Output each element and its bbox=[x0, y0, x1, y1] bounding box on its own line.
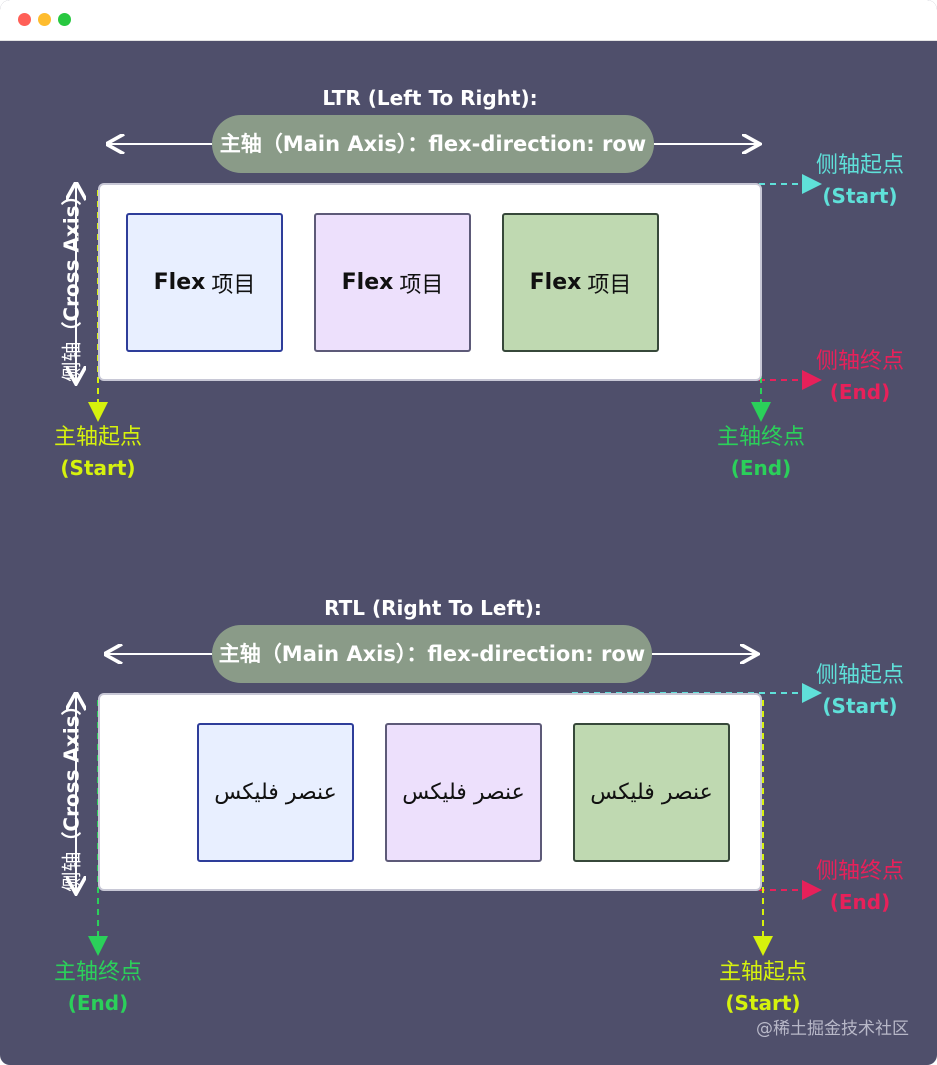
ltr-cross-end-cn: 侧轴终点 bbox=[815, 349, 904, 374]
ltr-main-axis-label: 主轴（Main Axis）：flex-direction: row bbox=[212, 115, 654, 173]
ltr-cross-start-label: 侧轴起点 (Start) bbox=[800, 150, 920, 211]
rtl-main-end-label: 主轴终点 (End) bbox=[38, 957, 158, 1018]
ltr-cross-axis-label: 侧轴（Cross Axis） bbox=[56, 184, 85, 384]
rtl-cross-end-label: 侧轴终点 (End) bbox=[800, 856, 920, 917]
rtl-flex-container: عنصر فليكس عنصر فليكس عنصر فليكس bbox=[98, 693, 762, 891]
rtl-flex-item-3: عنصر فليكس bbox=[573, 723, 730, 862]
ltr-cross-end-label: 侧轴终点 (End) bbox=[800, 346, 920, 407]
ltr-cross-axis-cn: 侧轴 bbox=[59, 341, 84, 382]
ltr-main-start-label: 主轴起点 (Start) bbox=[38, 422, 158, 483]
rtl-cross-start-en: (Start) bbox=[822, 693, 898, 718]
rtl-cross-axis-label: 侧轴（Cross Axis） bbox=[56, 694, 85, 894]
ltr-main-end-label: 主轴终点 (End) bbox=[701, 422, 821, 483]
minimize-window-button[interactable] bbox=[38, 13, 51, 26]
rtl-main-start-en: (Start) bbox=[725, 990, 801, 1015]
ltr-main-end-en: (End) bbox=[730, 455, 792, 480]
ltr-cross-start-en: (Start) bbox=[822, 183, 898, 208]
ltr-item-2-bold: Flex bbox=[341, 270, 394, 295]
ltr-cross-end-en: (End) bbox=[829, 379, 891, 404]
rtl-cross-axis-cn: 侧轴 bbox=[59, 851, 84, 892]
rtl-cross-end-cn: 侧轴终点 bbox=[815, 859, 904, 884]
rtl-heading: RTL (Right To Left): bbox=[324, 596, 542, 620]
watermark: @稀土掘金技术社区 bbox=[756, 1019, 909, 1039]
close-window-button[interactable] bbox=[18, 13, 31, 26]
ltr-item-1-bold: Flex bbox=[153, 270, 206, 295]
ltr-cross-axis-en: （Cross Axis） bbox=[59, 185, 84, 342]
rtl-cross-start-label: 侧轴起点 (Start) bbox=[800, 660, 920, 721]
ltr-item-2-text: 项目 bbox=[399, 272, 444, 298]
ltr-cross-start-cn: 侧轴起点 bbox=[815, 153, 904, 178]
rtl-item-1-text: عنصر فليكس bbox=[214, 780, 337, 805]
ltr-heading: LTR (Left To Right): bbox=[322, 86, 538, 110]
maximize-window-button[interactable] bbox=[58, 13, 71, 26]
ltr-item-1-text: 项目 bbox=[211, 272, 256, 298]
rtl-main-axis-label: 主轴（Main Axis）：flex-direction: row bbox=[212, 625, 652, 683]
rtl-flex-item-1: عنصر فليكس bbox=[197, 723, 354, 862]
rtl-main-end-cn: 主轴终点 bbox=[53, 960, 142, 985]
ltr-item-3-text: 项目 bbox=[587, 272, 632, 298]
rtl-main-end-en: (End) bbox=[67, 990, 129, 1015]
rtl-flex-item-2: عنصر فليكس bbox=[385, 723, 542, 862]
ltr-main-end-cn: 主轴终点 bbox=[716, 425, 805, 450]
ltr-item-3-bold: Flex bbox=[529, 270, 582, 295]
rtl-item-2-text: عنصر فليكس bbox=[402, 780, 525, 805]
rtl-main-start-cn: 主轴起点 bbox=[718, 960, 807, 985]
rtl-main-start-label: 主轴起点 (Start) bbox=[703, 957, 823, 1018]
rtl-cross-start-cn: 侧轴起点 bbox=[815, 663, 904, 688]
window-titlebar bbox=[0, 0, 937, 41]
rtl-item-3-text: عنصر فليكس bbox=[590, 780, 713, 805]
ltr-main-start-cn: 主轴起点 bbox=[53, 425, 142, 450]
rtl-cross-end-en: (End) bbox=[829, 889, 891, 914]
ltr-main-start-en: (Start) bbox=[60, 455, 136, 480]
rtl-cross-axis-en: （Cross Axis） bbox=[59, 695, 84, 852]
